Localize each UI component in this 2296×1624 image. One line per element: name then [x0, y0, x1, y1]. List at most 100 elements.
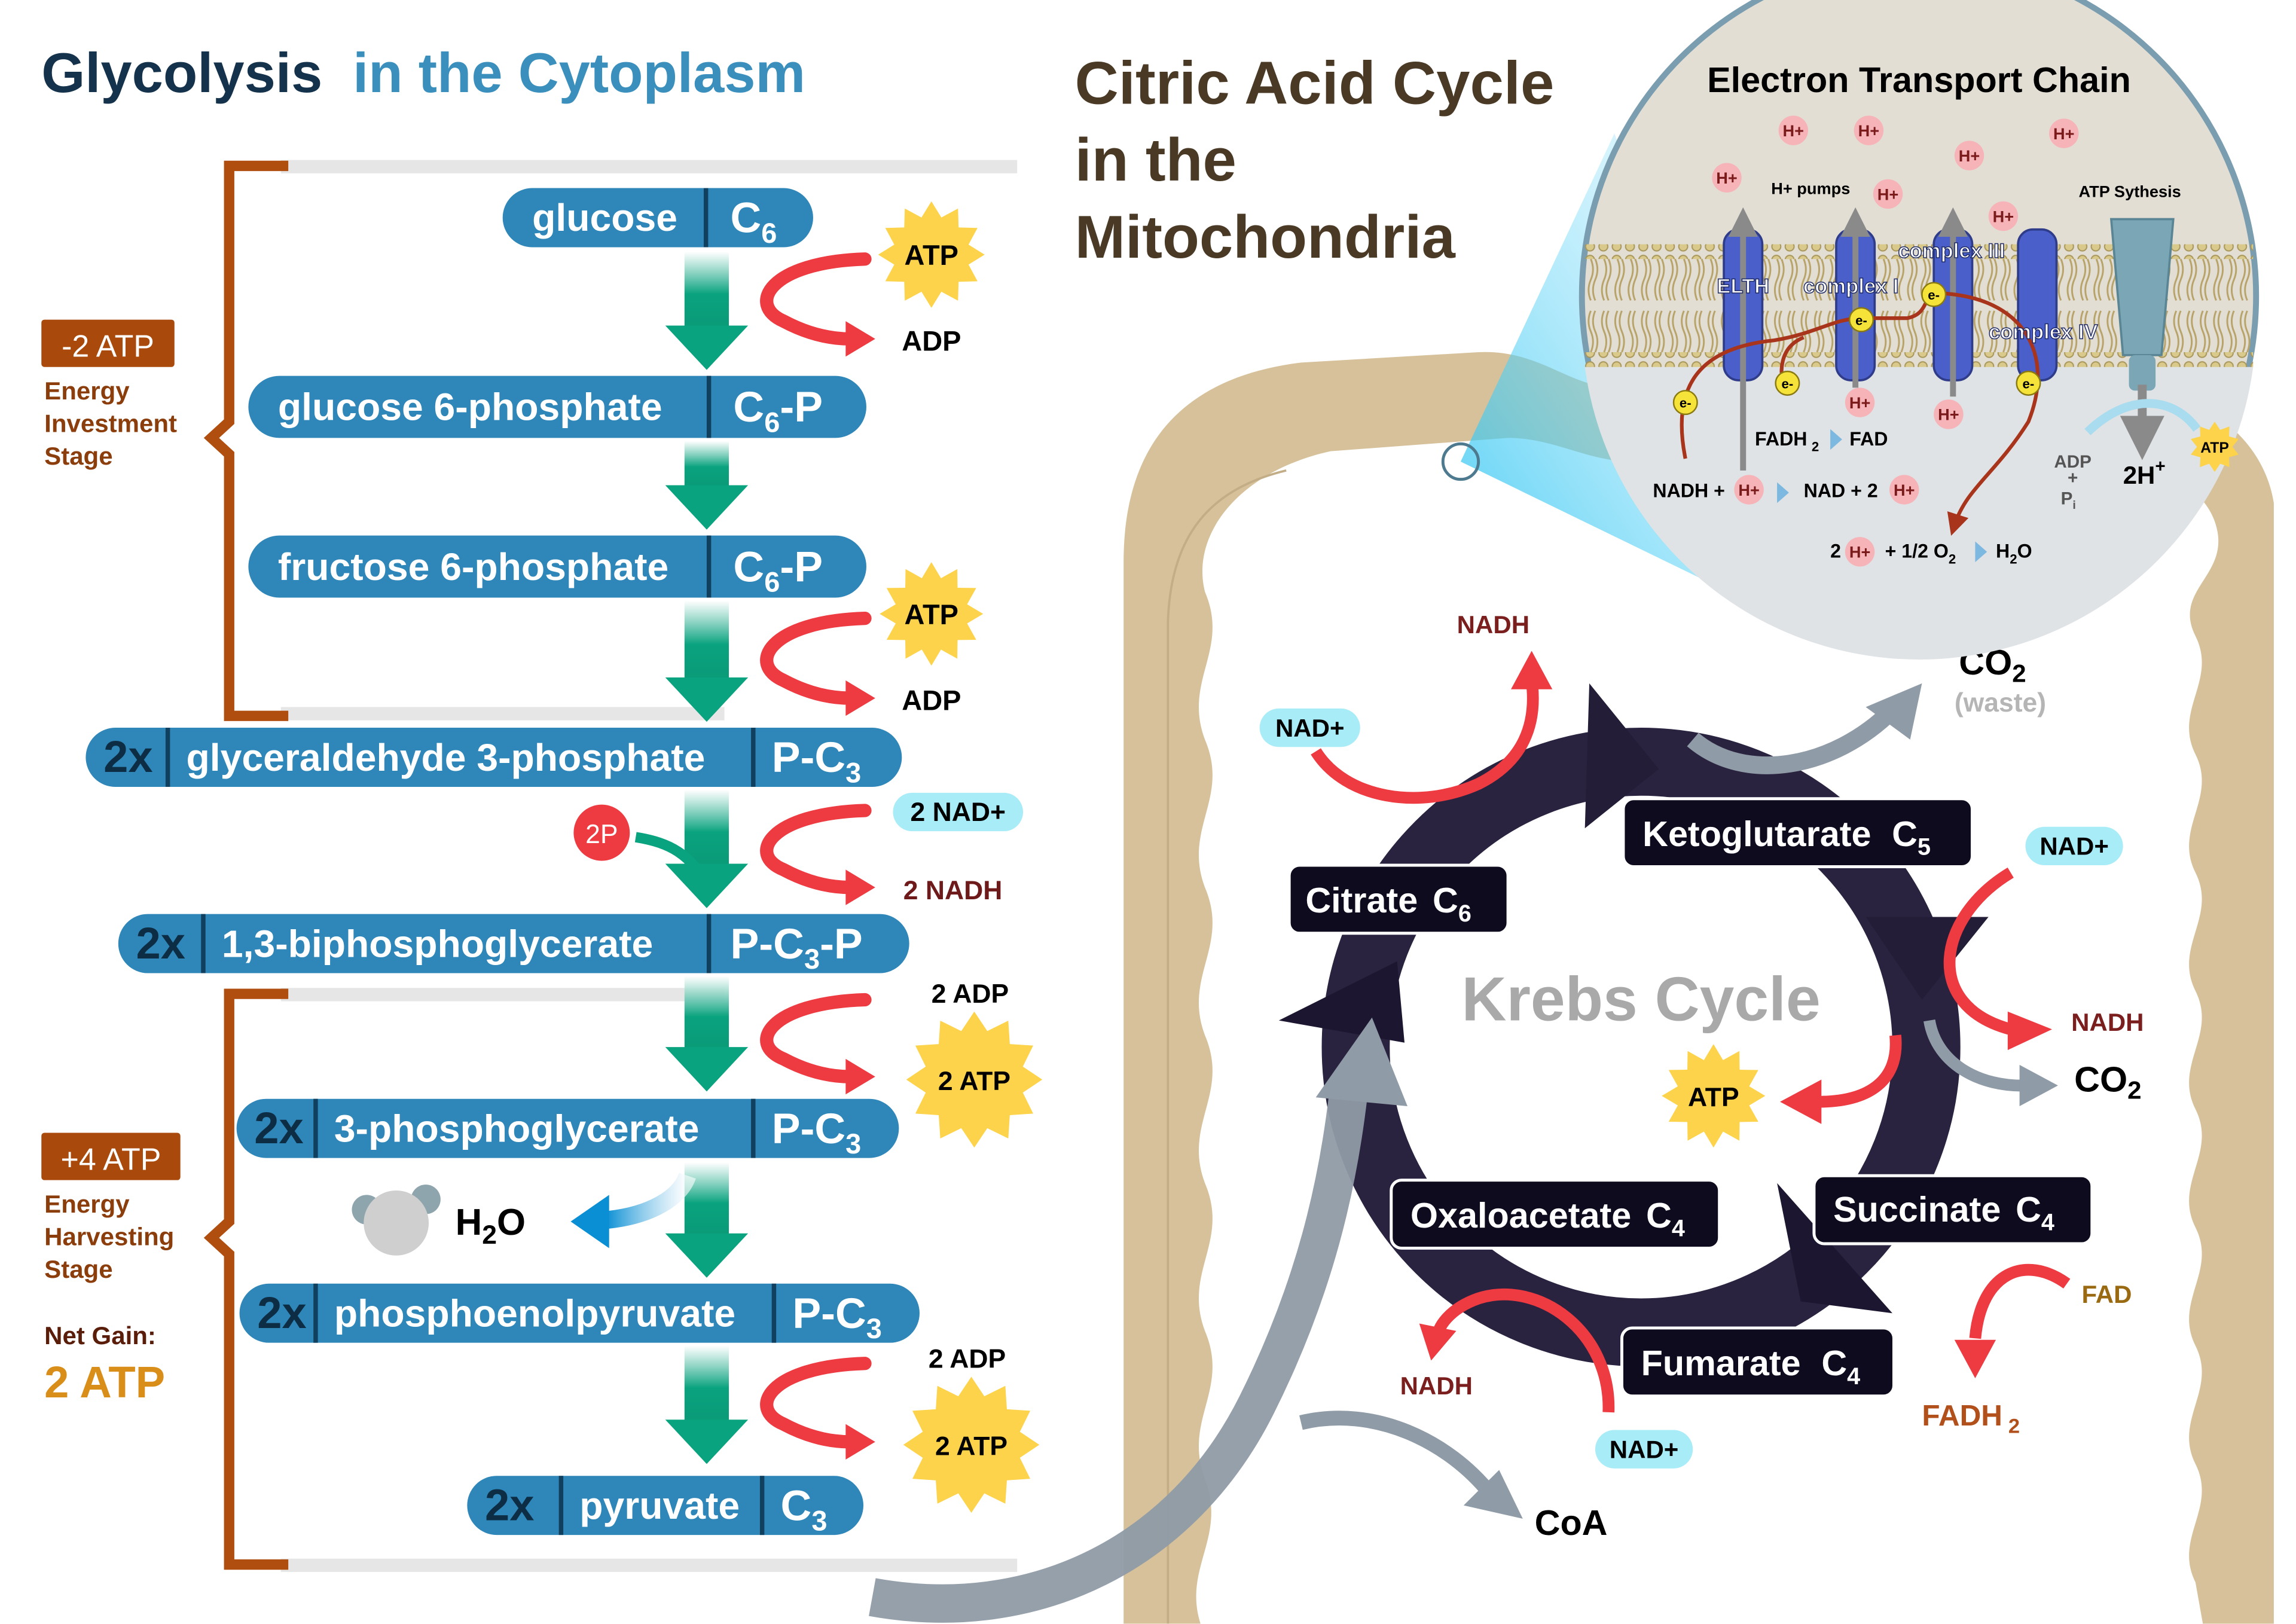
nad-bubble	[893, 792, 1024, 832]
harvesting-line1: Energy	[44, 1190, 130, 1218]
glycolysis-step-arrows	[665, 251, 749, 1464]
two-atp-label: 2 ATP	[938, 1067, 1010, 1096]
svg-text:H+: H+	[2053, 124, 2075, 143]
step-name: glyceraldehyde 3-phosphate	[187, 736, 706, 779]
complex-iii-label: complex III	[1898, 240, 2005, 262]
complex-i-label: complex I	[1803, 275, 1899, 298]
nad-bottom: NAD+	[1610, 1436, 1679, 1464]
citric-title: Citric Acid Cycle in the Mitochondria	[1075, 50, 1555, 271]
h-plus-marker: H+	[1889, 475, 1919, 505]
harvesting-line3: Stage	[44, 1255, 112, 1283]
investment-badge: -2 ATP	[62, 329, 154, 364]
h2o-label: H2O	[456, 1202, 526, 1250]
waste-label: (waste)	[1955, 688, 2046, 718]
step-pill: 2x 3-phosphoglycerate P-C3	[236, 1098, 899, 1159]
step-pill: glucose 6-phosphate C6-P	[248, 376, 866, 438]
harvesting-line2: Harvesting	[44, 1222, 174, 1250]
atp-label: ATP	[905, 239, 958, 271]
net-gain-label: Net Gain:	[44, 1321, 156, 1350]
harvesting-badge: +4 ATP	[61, 1142, 161, 1177]
phosphate-circle	[573, 804, 630, 861]
svg-text:e-: e-	[1680, 396, 1692, 411]
h-plus-marker: H+	[1778, 115, 1809, 145]
plus-etc: +	[2068, 468, 2078, 488]
h-plus-marker: H+	[1845, 387, 1875, 417]
electron-marker: e-	[1849, 307, 1874, 332]
pyruvate-to-krebs-arrow	[869, 1017, 1407, 1623]
svg-text:H+: H+	[1877, 185, 1899, 203]
step-arrow	[665, 789, 749, 908]
atp-star: ATP	[1662, 1044, 1766, 1148]
glycolysis-side-reactions: ATP ADP ATP ADP 2P 2 NAD+ 2 NADH 2 ADP 2…	[352, 201, 1043, 1513]
svg-text:e-: e-	[1782, 377, 1794, 392]
step-pill: glucose C6	[502, 188, 813, 249]
svg-text:H+: H+	[1894, 481, 1915, 499]
nadh-bottom: NADH	[1400, 1372, 1473, 1400]
step-arrow	[665, 251, 749, 370]
atp-star: ATP	[880, 562, 984, 666]
harvesting-bracket	[203, 988, 289, 1570]
step-multiplier: 2x	[254, 1103, 303, 1153]
two-adp-label: 2 ADP	[929, 1345, 1006, 1374]
investment-line1: Energy	[44, 377, 130, 405]
adp-label: ADP	[902, 325, 961, 357]
investment-line3: Stage	[44, 442, 112, 470]
h-plus-marker: H+	[1934, 399, 1964, 429]
elth-label: ELTH	[1717, 275, 1769, 298]
adp-label: ADP	[902, 684, 961, 716]
red-curve-arrow	[760, 252, 875, 357]
two-h-plus: 2H+	[2123, 456, 2166, 489]
electron-marker: e-	[1672, 390, 1698, 416]
etc-title: Electron Transport Chain	[1707, 60, 2131, 100]
two-nad-label: 2 NAD+	[911, 798, 1006, 827]
atp-synthesis-label: ATP Sythesis	[2079, 182, 2181, 200]
zoom-marker	[1441, 442, 1480, 481]
investment-bracket	[203, 160, 289, 721]
water-molecule-icon	[352, 1185, 441, 1256]
pi-etc: Pi	[2061, 489, 2076, 512]
fad-etc: FAD	[1849, 428, 1888, 450]
svg-text:H+: H+	[1849, 543, 1871, 561]
step-arrow	[665, 1162, 749, 1278]
two-nadh-label: 2 NADH	[903, 876, 1003, 905]
step-formula: C6-P	[733, 383, 823, 438]
electron-marker: e-	[1921, 282, 1947, 307]
step-formula: P-C3-P	[730, 920, 862, 975]
step-name: 3-phosphoglycerate	[334, 1107, 700, 1150]
proton-markers: H+H+H+H+H+H+H+H+H+H+H+H+	[1712, 115, 2079, 567]
step-name: glucose	[532, 196, 677, 239]
svg-text:H+: H+	[1783, 121, 1805, 140]
glycolysis-title: Glycolysis in the Cytoplasm	[41, 41, 805, 104]
atp-star: ATP	[878, 201, 985, 308]
step-formula: P-C3	[772, 1105, 862, 1159]
two-atp-label: 2 ATP	[935, 1432, 1007, 1461]
stage-guide-lines	[280, 160, 1018, 1572]
citric-title-line2: in the	[1075, 126, 1236, 194]
step-arrow	[665, 976, 749, 1092]
nadh-right: NADH	[2071, 1008, 2144, 1036]
glycolysis-title-part1: Glycolysis	[41, 41, 322, 104]
step-formula: P-C3	[772, 734, 862, 788]
step-multiplier: 2x	[136, 918, 185, 968]
electron-marker: e-	[2016, 370, 2041, 396]
step-formula: C6	[730, 194, 777, 249]
etc-inset: Electron Transport Chain ELTH complex I …	[1441, 0, 2260, 660]
svg-text:H+: H+	[1993, 207, 2014, 225]
citric-title-line3: Mitochondria	[1075, 203, 1457, 271]
step-name: glucose 6-phosphate	[278, 386, 662, 429]
svg-text:e-: e-	[1928, 288, 1940, 303]
